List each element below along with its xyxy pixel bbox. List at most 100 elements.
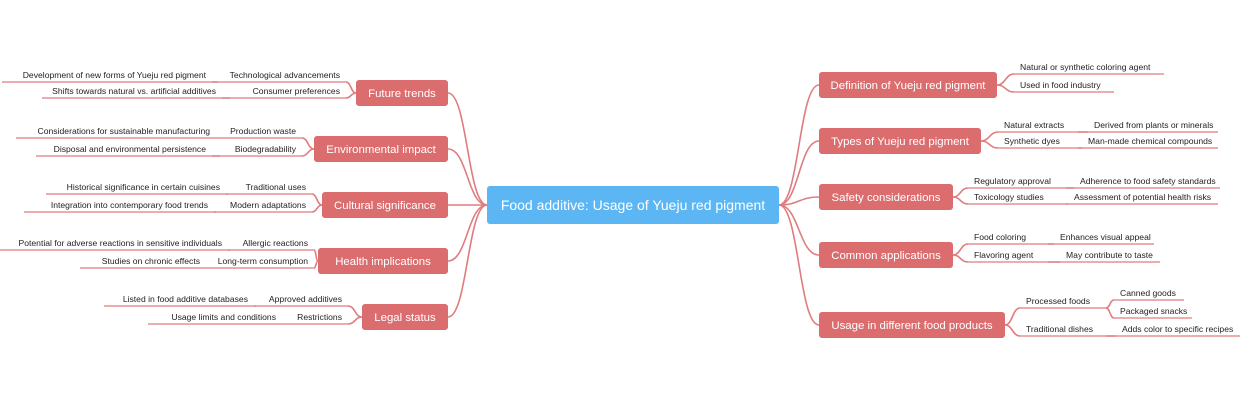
subtopic-modern-adaptations[interactable]: Modern adaptations: [230, 200, 306, 210]
subtopic-regulatory-approval[interactable]: Regulatory approval: [974, 176, 1051, 186]
branch-common-applications[interactable]: Common applications: [819, 242, 953, 268]
link-root-to-right-0: [778, 84, 820, 206]
leaf-studies-on-chronic-effects[interactable]: Studies on chronic effects: [102, 256, 200, 266]
link-left-2-sub-0: [311, 193, 323, 206]
branch-cultural-significance-label: Cultural significance: [334, 200, 436, 212]
branch-types-of-yueju-red-pigment-label: Types of Yueju red pigment: [831, 136, 970, 148]
link-right-4-0-leaf-0: [1105, 299, 1115, 309]
branch-future-trends-label: Future trends: [368, 88, 436, 100]
link-root-to-right-2: [778, 196, 820, 206]
branch-types-of-yueju-red-pigment-box: [819, 128, 981, 154]
branch-types-of-yueju-red-pigment[interactable]: Types of Yueju red pigment: [819, 128, 981, 154]
subtopic-biodegradability[interactable]: Biodegradability: [235, 144, 297, 154]
branch-common-applications-box: [819, 242, 953, 268]
branch-cultural-significance[interactable]: Cultural significance: [322, 192, 448, 218]
branch-usage-in-different-food-products-box: [819, 312, 1005, 338]
root-topic[interactable]: Food additive: Usage of Yueju red pigmen…: [487, 186, 779, 224]
branch-definition-of-yueju-red-pigment-box: [819, 72, 997, 98]
branch-health-implications-label: Health implications: [335, 256, 431, 268]
leaf-listed-in-food-additive-databases[interactable]: Listed in food additive databases: [123, 294, 248, 304]
branch-usage-in-different-food-products-label: Usage in different food products: [831, 320, 993, 332]
mindmap-nodes: Food additive: Usage of Yueju red pigmen…: [19, 62, 1233, 338]
subtopic-consumer-preferences[interactable]: Consumer preferences: [253, 86, 340, 96]
branch-health-implications[interactable]: Health implications: [318, 248, 448, 274]
subtopic-natural-or-synthetic-coloring-agent[interactable]: Natural or synthetic coloring agent: [1020, 62, 1151, 72]
subtopic-production-waste[interactable]: Production waste: [230, 126, 296, 136]
subtopic-allergic-reactions[interactable]: Allergic reactions: [243, 238, 308, 248]
link-left-0-sub-1: [345, 92, 357, 99]
leaf-integration-into-contemporary-food-trends[interactable]: Integration into contemporary food trend…: [51, 200, 208, 210]
link-root-to-left-1: [447, 148, 488, 206]
branch-future-trends[interactable]: Future trends: [356, 80, 448, 106]
branch-definition-of-yueju-red-pigment[interactable]: Definition of Yueju red pigment: [819, 72, 997, 98]
leaf-assessment-of-potential-health-risks[interactable]: Assessment of potential health risks: [1074, 192, 1211, 202]
leaf-canned-goods[interactable]: Canned goods: [1120, 288, 1176, 298]
subtopic-natural-extracts[interactable]: Natural extracts: [1004, 120, 1064, 130]
subtopic-long-term-consumption[interactable]: Long-term consumption: [218, 256, 309, 266]
branch-safety-considerations-label: Safety considerations: [832, 192, 941, 204]
link-root-to-right-1: [778, 140, 820, 206]
link-right-1-sub-0: [980, 131, 999, 142]
branch-environmental-impact[interactable]: Environmental impact: [314, 136, 448, 162]
branch-safety-considerations-box: [819, 184, 953, 210]
leaf-considerations-for-sustainable-manufacturing[interactable]: Considerations for sustainable manufactu…: [38, 126, 211, 136]
leaf-adds-color-to-specific-recipes[interactable]: Adds color to specific recipes: [1122, 324, 1233, 334]
subtopic-restrictions[interactable]: Restrictions: [297, 312, 342, 322]
link-right-4-sub-1: [1004, 324, 1021, 337]
branch-safety-considerations[interactable]: Safety considerations: [819, 184, 953, 210]
branch-legal-status[interactable]: Legal status: [362, 304, 448, 330]
branch-common-applications-label: Common applications: [831, 250, 941, 262]
leaf-packaged-snacks[interactable]: Packaged snacks: [1120, 306, 1187, 316]
branch-environmental-impact-box: [314, 136, 448, 162]
subtopic-traditional-dishes[interactable]: Traditional dishes: [1026, 324, 1093, 334]
link-left-2-sub-1: [311, 204, 323, 213]
subtopic-traditional-uses[interactable]: Traditional uses: [246, 182, 306, 192]
branch-future-trends-box: [356, 80, 448, 106]
link-left-1-sub-0: [301, 137, 315, 150]
link-root-to-left-0: [447, 92, 488, 206]
leaf-disposal-and-environmental-persistence[interactable]: Disposal and environmental persistence: [54, 144, 207, 154]
subtopic-processed-foods[interactable]: Processed foods: [1026, 296, 1090, 306]
leaf-enhances-visual-appeal[interactable]: Enhances visual appeal: [1060, 232, 1151, 242]
leaf-adherence-to-food-safety-standards[interactable]: Adherence to food safety standards: [1080, 176, 1216, 186]
branch-usage-in-different-food-products[interactable]: Usage in different food products: [819, 312, 1005, 338]
link-left-3-sub-0: [313, 249, 319, 262]
subtopic-used-in-food-industry[interactable]: Used in food industry: [1020, 80, 1101, 90]
link-left-1-sub-1: [301, 148, 315, 157]
link-root-to-left-4: [447, 204, 488, 318]
subtopic-technological-advancements[interactable]: Technological advancements: [230, 70, 340, 80]
link-right-1-sub-1: [980, 140, 999, 149]
leaf-historical-significance-in-certain-cuisines[interactable]: Historical significance in certain cuisi…: [67, 182, 220, 192]
branch-definition-of-yueju-red-pigment-label: Definition of Yueju red pigment: [831, 80, 987, 92]
leaf-usage-limits-and-conditions[interactable]: Usage limits and conditions: [171, 312, 276, 322]
link-right-3-sub-0: [952, 243, 969, 256]
leaf-shifts-towards-natural-vs-artificial-additives[interactable]: Shifts towards natural vs. artificial ad…: [52, 86, 216, 96]
link-left-4-sub-1: [347, 316, 363, 325]
leaf-man-made-chemical-compounds[interactable]: Man-made chemical compounds: [1088, 136, 1212, 146]
link-right-2-sub-0: [952, 187, 969, 198]
link-root-to-right-4: [778, 204, 820, 326]
link-right-3-sub-1: [952, 254, 969, 263]
subtopic-flavoring-agent[interactable]: Flavoring agent: [974, 250, 1034, 260]
root-topic-label: Food additive: Usage of Yueju red pigmen…: [501, 197, 765, 213]
branch-legal-status-label: Legal status: [374, 312, 436, 324]
leaf-derived-from-plants-or-minerals[interactable]: Derived from plants or minerals: [1094, 120, 1213, 130]
branch-cultural-significance-box: [322, 192, 448, 218]
subtopic-approved-additives[interactable]: Approved additives: [269, 294, 342, 304]
link-right-0-sub-0: [996, 73, 1015, 86]
leaf-potential-for-adverse-reactions-in-sensitive-individuals[interactable]: Potential for adverse reactions in sensi…: [19, 238, 223, 248]
link-left-0-sub-0: [345, 81, 357, 94]
leaf-development-of-new-forms-of-yueju-red-pigment[interactable]: Development of new forms of Yueju red pi…: [23, 70, 207, 80]
link-left-4-sub-0: [347, 305, 363, 318]
subtopic-synthetic-dyes[interactable]: Synthetic dyes: [1004, 136, 1060, 146]
link-right-4-sub-0: [1004, 307, 1021, 326]
link-right-4-0-leaf-1: [1105, 307, 1115, 319]
subtopic-toxicology-studies[interactable]: Toxicology studies: [974, 192, 1044, 202]
link-left-3-sub-1: [313, 260, 319, 269]
leaf-may-contribute-to-taste[interactable]: May contribute to taste: [1066, 250, 1153, 260]
link-right-0-sub-1: [996, 84, 1015, 93]
link-root-to-right-3: [778, 204, 820, 256]
subtopic-food-coloring[interactable]: Food coloring: [974, 232, 1026, 242]
root-topic-box: [487, 186, 779, 224]
